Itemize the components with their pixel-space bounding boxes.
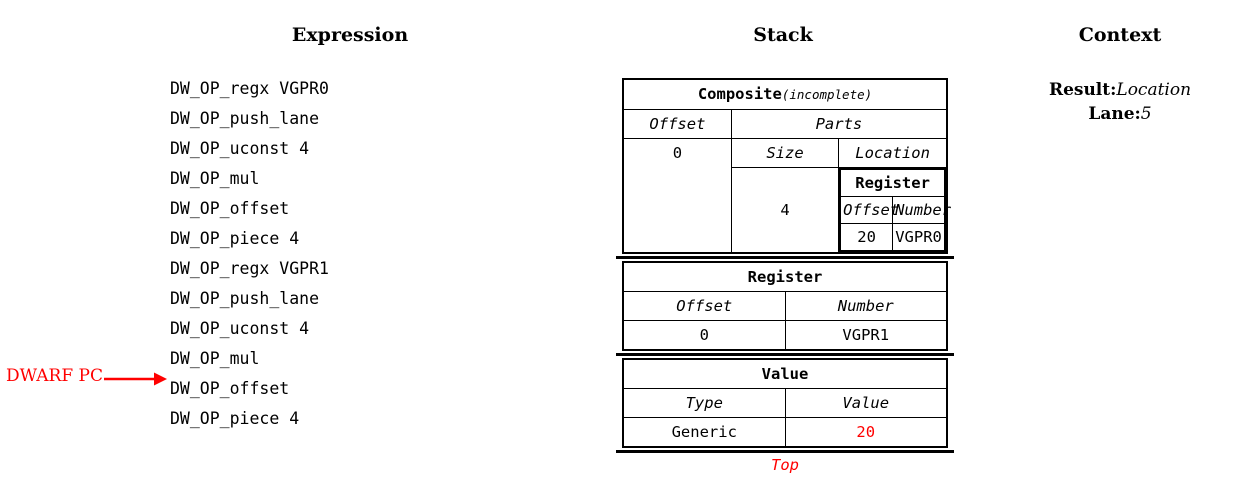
expression-line: DW_OP_uconst 4: [170, 319, 310, 338]
composite-table: Composite(incomplete) Offset Parts 0 Siz…: [624, 80, 951, 252]
stack-entry-register: Register Offset Number 0 VGPR1: [616, 261, 954, 351]
composite-size-value: 4: [730, 167, 840, 252]
register-offset-header: Offset: [624, 291, 786, 321]
context-lane-value: 5: [1140, 104, 1152, 124]
expression-line: DW_OP_piece 4: [170, 409, 300, 428]
composite-title-text: Composite: [697, 85, 782, 103]
context-lane-key: Lane:: [1088, 104, 1141, 124]
stack-entry-composite: Composite(incomplete) Offset Parts 0 Siz…: [616, 78, 954, 254]
nested-register-number-value: VGPR0: [892, 223, 944, 250]
stack-entry-value: Value Type Value Generic 20: [616, 358, 954, 448]
context-result-line: Result:Location: [1000, 78, 1240, 102]
expression-line: DW_OP_regx VGPR1: [170, 259, 329, 278]
nested-register-frame: Register Offset Number 20 VGPR0: [839, 168, 951, 252]
expression-line: DW_OP_uconst 4: [170, 139, 310, 158]
value-type-header: Type: [624, 388, 786, 418]
register-table: Register Offset Number 0 VGPR1: [624, 263, 946, 349]
column-header-context: Context: [1078, 24, 1162, 46]
stack-separator: [616, 353, 954, 356]
nested-register-number-header: Number: [892, 196, 951, 224]
composite-location-header: Location: [838, 138, 946, 168]
composite-frame: Composite(incomplete) Offset Parts 0 Siz…: [622, 78, 951, 254]
value-table: Value Type Value Generic 20: [624, 360, 946, 446]
nested-register-offset-header: Offset: [841, 196, 899, 224]
stack-separator: [616, 256, 954, 259]
register-offset-value: 0: [624, 320, 786, 349]
composite-offset-header: Offset: [624, 109, 732, 139]
stack-top-label: Top: [771, 456, 799, 474]
expression-line: DW_OP_piece 4: [170, 229, 300, 248]
value-type-value: Generic: [624, 417, 786, 446]
column-header-expression: Expression: [291, 24, 409, 46]
composite-title-suffix: (incomplete): [781, 87, 873, 102]
register-number-value: VGPR1: [784, 320, 946, 349]
stack-column: Composite(incomplete) Offset Parts 0 Siz…: [616, 78, 954, 475]
nested-register-title: Register: [841, 170, 944, 197]
expression-list: DW_OP_regx VGPR0 DW_OP_push_lane DW_OP_u…: [170, 74, 329, 434]
expression-line: DW_OP_offset: [170, 379, 290, 398]
dwarf-pc-label: DWARF PC: [6, 366, 103, 386]
dwarf-pc-arrow-icon: [104, 372, 167, 386]
composite-offset-value: 0: [624, 138, 732, 252]
register-number-header: Number: [784, 291, 946, 321]
expression-line: DW_OP_regx VGPR0: [170, 79, 329, 98]
nested-register-table: Register Offset Number 20 VGPR0: [841, 170, 951, 250]
context-result-value: Location: [1116, 80, 1192, 100]
expression-line: DW_OP_push_lane: [170, 109, 320, 128]
composite-parts-header: Parts: [730, 109, 946, 139]
composite-size-header: Size: [730, 138, 840, 168]
value-frame: Value Type Value Generic 20: [622, 358, 948, 448]
expression-line: DW_OP_mul: [170, 169, 260, 188]
expression-line: DW_OP_push_lane: [170, 289, 320, 308]
nested-register-offset-value: 20: [841, 223, 894, 250]
value-title: Value: [624, 360, 946, 389]
column-header-stack: Stack: [753, 24, 813, 46]
context-block: Result:Location Lane:5: [1000, 78, 1240, 126]
context-result-key: Result:: [1048, 80, 1117, 100]
value-value-value: 20: [784, 417, 946, 446]
register-title: Register: [624, 263, 946, 292]
register-frame: Register Offset Number 0 VGPR1: [622, 261, 948, 351]
expression-line: DW_OP_mul: [170, 349, 260, 368]
composite-title: Composite(incomplete): [624, 80, 946, 110]
stack-separator-bottom: [616, 450, 954, 453]
expression-line: DW_OP_offset: [170, 199, 290, 218]
context-lane-line: Lane:5: [1000, 102, 1240, 126]
value-value-header: Value: [784, 388, 946, 418]
composite-location-cell: Register Offset Number 20 VGPR0: [838, 167, 951, 252]
